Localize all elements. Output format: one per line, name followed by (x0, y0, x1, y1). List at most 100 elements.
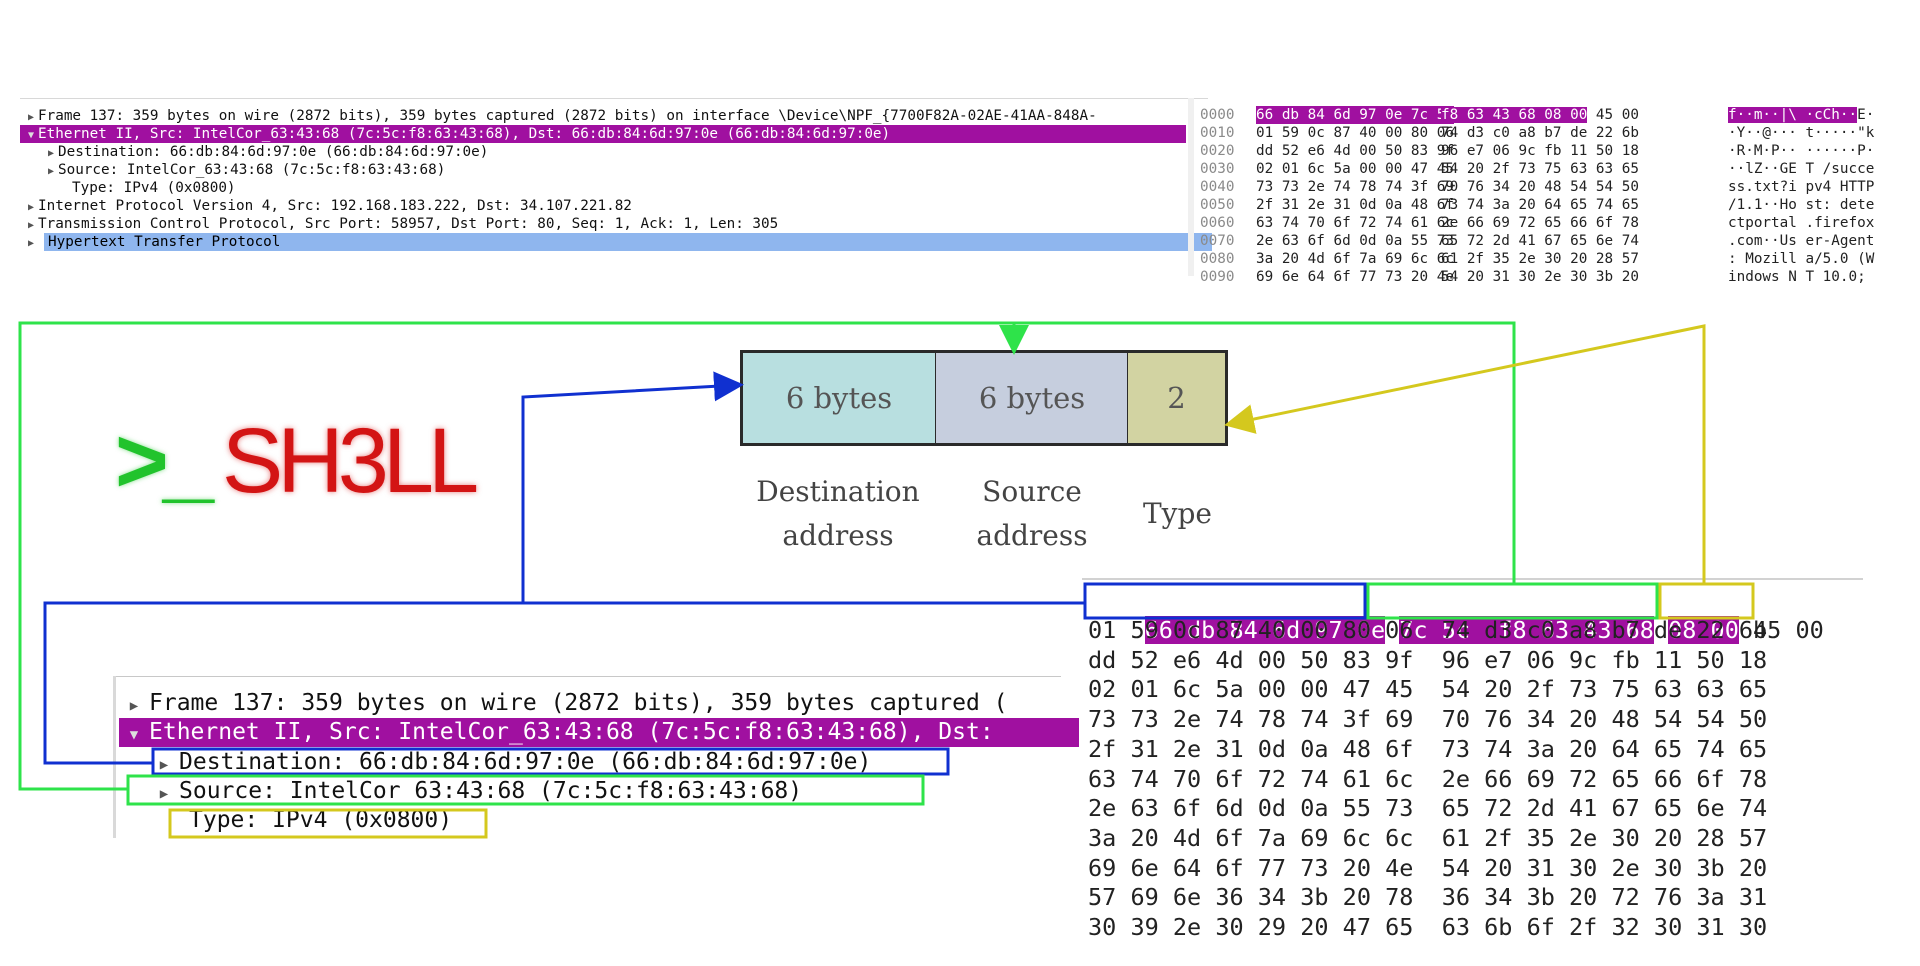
hex-bytes-left[interactable]: 73 73 2e 74 78 74 3f 69 (1256, 179, 1454, 195)
shell-logo: >_SH3LL (115, 410, 479, 512)
zoomed-hex-dump: 66 db 84 6d 97 0e 7c 5c f8 63 43 68 08 0… (1082, 578, 1863, 941)
hex-row[interactable]: 30 39 2e 30 29 20 47 65 63 6b 6f 2f 32 3… (1088, 913, 1768, 941)
collapse-arrow-icon[interactable]: ▼ (129, 727, 139, 743)
type-tree-outline (168, 808, 488, 839)
destination-field-box: 6 bytes (740, 350, 936, 446)
hex-ascii[interactable]: .com··Us er-Agent (1728, 233, 1875, 249)
hex-ascii[interactable]: ss.txt?i pv4 HTTP (1728, 179, 1875, 195)
expand-arrow-icon[interactable]: ▶ (47, 166, 55, 177)
zoom-row-destination[interactable]: ▶Destination: 66:db:84:6d:97:0e (66:db:8… (149, 748, 872, 777)
type-label: Type (1143, 497, 1212, 530)
tree-row-http[interactable]: Hypertext Transfer Protocol (44, 233, 1212, 251)
zoom-row-source[interactable]: ▶Source: IntelCor_63:43:68 (7c:5c:f8:63:… (149, 777, 802, 806)
hex-bytes-right[interactable]: 54 20 2f 73 75 63 63 65 (1441, 161, 1639, 177)
hex-ascii[interactable]: indows N T 10.0; (1728, 269, 1875, 285)
ascii-header-highlight: f··m··|\ ·cCh·· (1728, 107, 1858, 123)
hex-ascii[interactable]: ·Y··@··· t·····"k (1728, 125, 1875, 141)
source-hex-outline (1366, 582, 1659, 620)
zoom-divider (113, 676, 116, 838)
top-packet-details: ▶Frame 137: 359 bytes on wire (2872 bits… (20, 98, 1212, 277)
expand-arrow-icon[interactable]: ▶ (159, 786, 169, 802)
expand-arrow-icon[interactable]: ▶ (27, 238, 35, 249)
hex-bytes-left[interactable]: 2e 63 6f 6d 0d 0a 55 73 (1256, 233, 1454, 249)
hex-bytes-left[interactable]: 63 74 70 6f 72 74 61 6c (1256, 215, 1454, 231)
hex-type-bytes[interactable]: 08 00 (1668, 615, 1739, 644)
hex-offset: 0060 (1200, 215, 1235, 231)
hex-bytes-right[interactable]: 73 74 3a 20 64 65 74 65 (1441, 197, 1639, 213)
source-tree-outline (126, 774, 925, 806)
hex-source-bytes[interactable]: 7c 5c f8 63 43 68 (1399, 615, 1654, 644)
hex-offset: 0020 (1200, 143, 1235, 159)
hex-bytes-right[interactable]: f8 63 43 68 08 00 45 00 (1441, 106, 1639, 124)
hex-bytes-left[interactable]: 3a 20 4d 6f 7a 69 6c 6c (1256, 251, 1454, 267)
ascii-rest: E· (1857, 107, 1875, 123)
hex-bytes-rest: 45 00 (1587, 107, 1639, 123)
tree-row-type[interactable]: Type: IPv4 (0x0800) (72, 180, 236, 196)
type-hex-outline (1658, 582, 1755, 620)
hex-bytes-left[interactable]: 02 01 6c 5a 00 00 47 45 (1256, 161, 1454, 177)
hex-offset: 0080 (1200, 251, 1235, 267)
hex-ascii[interactable]: ·R·M·P·· ······P· (1728, 143, 1875, 159)
expand-arrow-icon[interactable]: ▶ (47, 148, 55, 159)
expand-arrow-icon[interactable]: ▶ (27, 202, 35, 213)
tree-row-ethernet[interactable]: ▼Ethernet II, Src: IntelCor_63:43:68 (7c… (20, 125, 1186, 143)
destination-hex-outline (1083, 582, 1367, 620)
hex-offset: 0010 (1200, 125, 1235, 141)
tree-row-source[interactable]: ▶Source: IntelCor_63:43:68 (7c:5c:f8:63:… (44, 161, 445, 179)
hex-bytes-left[interactable]: 69 6e 64 6f 77 73 20 4e (1256, 269, 1454, 285)
hex-ascii[interactable]: /1.1··Ho st: dete (1728, 197, 1875, 213)
zoom-row-ethernet[interactable]: ▼Ethernet II, Src: IntelCor_63:43:68 (7c… (119, 718, 1079, 747)
hex-offset: 0050 (1200, 197, 1235, 213)
hex-offset: 0070 (1200, 233, 1235, 249)
hex-row[interactable]: 2f 31 2e 31 0d 0a 48 6f 73 74 3a 20 64 6… (1088, 734, 1768, 763)
hex-header-highlight: f8 63 43 68 08 00 (1441, 107, 1588, 123)
hex-destination-bytes[interactable]: 66 db 84 6d 97 0e (1144, 615, 1386, 644)
destination-connector (43, 601, 1085, 765)
expand-arrow-icon[interactable]: ▶ (27, 220, 35, 231)
hex-offset: 0030 (1200, 161, 1235, 177)
tree-row-frame[interactable]: ▶Frame 137: 359 bytes on wire (2872 bits… (24, 107, 1097, 125)
expand-arrow-icon[interactable]: ▶ (129, 698, 139, 714)
expand-arrow-icon[interactable]: ▶ (27, 112, 35, 123)
destination-tree-outline (151, 747, 950, 776)
pane-divider[interactable] (1188, 98, 1194, 276)
hex-ascii[interactable]: ctportal .firefox (1728, 215, 1875, 231)
hex-offset: 0000 (1200, 107, 1235, 123)
hex-row[interactable]: 69 6e 64 6f 77 73 20 4e 54 20 31 30 2e 3… (1088, 853, 1768, 882)
tree-row-destination[interactable]: ▶Destination: 66:db:84:6d:97:0e (66:db:8… (44, 143, 488, 161)
hex-row[interactable]: 01 59 0c 87 40 00 80 06 74 d3 c0 a8 b7 d… (1088, 616, 1768, 644)
hex-row[interactable]: dd 52 e6 4d 00 50 83 9f 96 e7 06 9c fb 1… (1088, 645, 1768, 674)
hex-row[interactable]: 2e 63 6f 6d 0d 0a 55 73 65 72 2d 41 67 6… (1088, 794, 1768, 823)
collapse-arrow-icon[interactable]: ▼ (27, 130, 35, 141)
hex-row[interactable]: 57 69 6e 36 34 3b 20 78 36 34 3b 20 72 7… (1088, 883, 1768, 912)
source-address-label: Source address (976, 475, 1088, 552)
hex-ascii[interactable]: : Mozill a/5.0 (W (1728, 251, 1875, 267)
hex-bytes-right[interactable]: 54 20 31 30 2e 30 3b 20 (1441, 269, 1639, 285)
source-connector (18, 321, 1516, 791)
tree-row-ipv4[interactable]: ▶Internet Protocol Version 4, Src: 192.1… (24, 197, 632, 215)
hex-row[interactable]: 63 74 70 6f 72 74 61 6c 2e 66 69 72 65 6… (1088, 764, 1768, 793)
hex-ascii[interactable]: ··lZ··GE T /succe (1728, 161, 1875, 177)
hex-row[interactable]: 02 01 6c 5a 00 00 47 45 54 20 2f 73 75 6… (1088, 675, 1768, 704)
hex-bytes-left[interactable]: dd 52 e6 4d 00 50 83 9f (1256, 143, 1454, 159)
source-field-box: 6 bytes (935, 350, 1129, 446)
hex-bytes-left[interactable]: 01 59 0c 87 40 00 80 06 (1256, 125, 1454, 141)
hex-bytes-left[interactable]: 2f 31 2e 31 0d 0a 48 6f (1256, 197, 1454, 213)
hex-ascii[interactable]: f··m··|\ ·cCh··E· (1728, 106, 1874, 124)
hex-bytes-right[interactable]: 2e 66 69 72 65 66 6f 78 (1441, 215, 1639, 231)
expand-arrow-icon[interactable]: ▶ (159, 757, 169, 773)
destination-address-label: Destination address (756, 475, 920, 552)
hex-bytes-right[interactable]: 65 72 2d 41 67 65 6e 74 (1441, 233, 1639, 249)
zoom-row-frame[interactable]: ▶Frame 137: 359 bytes on wire (2872 bits… (119, 689, 1008, 718)
hex-bytes-right[interactable]: 61 2f 35 2e 30 20 28 57 (1441, 251, 1639, 267)
hex-bytes-right[interactable]: 74 d3 c0 a8 b7 de 22 6b (1441, 125, 1639, 141)
tree-row-tcp[interactable]: ▶Transmission Control Protocol, Src Port… (24, 215, 778, 233)
hex-row[interactable]: 3a 20 4d 6f 7a 69 6c 6c 61 2f 35 2e 30 2… (1088, 823, 1768, 852)
type-field-box: 2 (1127, 350, 1228, 446)
hex-row[interactable]: 73 73 2e 74 78 74 3f 69 70 76 34 20 48 5… (1088, 705, 1768, 734)
hex-bytes-right[interactable]: 70 76 34 20 48 54 54 50 (1441, 179, 1639, 195)
hex-bytes-right[interactable]: 96 e7 06 9c fb 11 50 18 (1441, 143, 1639, 159)
hex-row-header: 66 db 84 6d 97 0e 7c 5c f8 63 43 68 08 0… (1144, 615, 1824, 644)
